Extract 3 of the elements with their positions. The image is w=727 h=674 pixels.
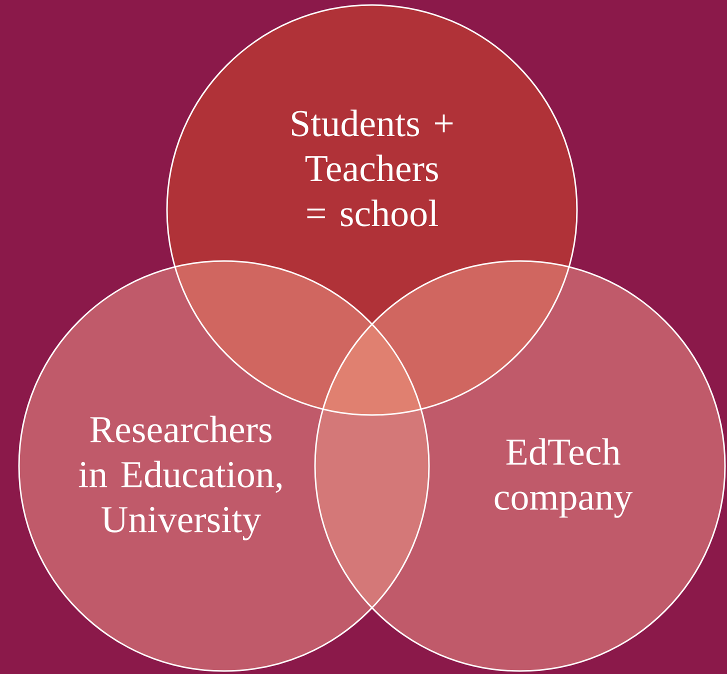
circle-label: EdTech company <box>494 438 633 518</box>
circle-label: Students + Teachers = school <box>292 110 453 226</box>
circle-label: Researchers in Education, University <box>78 416 282 540</box>
